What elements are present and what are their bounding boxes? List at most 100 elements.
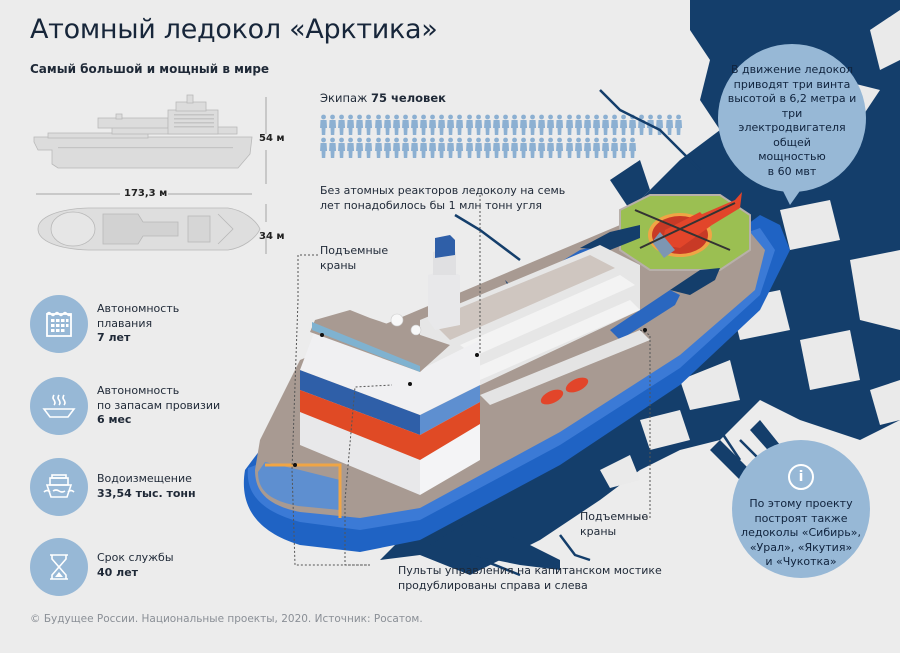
person-icon	[501, 137, 509, 158]
crew-prefix: Экипаж	[320, 91, 372, 105]
bubble-line: приводят три винта	[733, 77, 851, 91]
note-line: краны	[580, 525, 617, 538]
person-icon	[620, 137, 628, 158]
person-icon	[429, 137, 437, 158]
person-icon	[592, 137, 600, 158]
person-icon	[583, 137, 591, 158]
person-icon	[410, 114, 418, 135]
person-icon	[365, 137, 373, 158]
bubble-line: ледоколы «Сибирь»,	[741, 526, 861, 539]
stat-label: Автономность	[97, 384, 180, 397]
width-label: 34 м	[259, 231, 285, 242]
person-icon	[583, 114, 591, 135]
stat-icon-circle	[30, 295, 88, 353]
person-icon	[447, 114, 455, 135]
stat-label: плавания	[97, 316, 153, 330]
person-icon	[347, 114, 355, 135]
person-icon	[356, 114, 364, 135]
length-label: 173,3 м	[124, 188, 168, 199]
person-icon	[492, 114, 500, 135]
bubble-line: В движение ледокол	[730, 63, 854, 76]
person-icon	[392, 114, 400, 135]
person-icon	[483, 114, 491, 135]
person-icon	[329, 114, 337, 135]
info-icon: i	[788, 464, 814, 490]
person-icon	[338, 137, 346, 158]
ship-schematics	[33, 94, 267, 254]
note-line: краны	[320, 259, 357, 272]
radar-domes	[390, 313, 422, 336]
stat-value: 40 лет	[97, 565, 139, 579]
person-icon	[565, 137, 573, 158]
bubble-line: «Урал», «Якутия»	[749, 540, 853, 554]
bubble-line: в 60 мвт	[767, 164, 817, 178]
person-icon	[374, 114, 382, 135]
person-icon	[438, 114, 446, 135]
person-icon	[601, 114, 609, 135]
person-icon	[420, 114, 428, 135]
person-icon	[338, 114, 346, 135]
person-icon	[538, 114, 546, 135]
person-icon	[320, 114, 328, 135]
person-icon	[574, 137, 582, 158]
note-line: Подъемные	[580, 510, 649, 523]
stat-service-life: Срок службы 40 лет	[97, 551, 174, 580]
person-icon	[465, 137, 473, 158]
stat-value: 6 мес	[97, 413, 132, 426]
stat-autonomy-provisions: Автономность по запасам провизии 6 мес	[97, 384, 220, 428]
person-icon	[447, 137, 455, 158]
person-icon	[556, 114, 564, 135]
person-icon	[474, 137, 482, 158]
bubble-line: и «Чукотка»	[765, 555, 837, 568]
coal-note: Без атомных реакторов ледоколу на семь л…	[320, 183, 565, 213]
food-bowl-icon	[42, 394, 76, 418]
person-icon	[538, 137, 546, 158]
person-icon	[556, 137, 564, 158]
person-icon	[347, 137, 355, 158]
person-icon	[611, 137, 619, 158]
person-icon	[665, 114, 673, 135]
person-icon	[465, 114, 473, 135]
person-icon	[501, 114, 509, 135]
person-icon	[329, 137, 337, 158]
person-icon	[529, 114, 537, 135]
person-icon	[601, 137, 609, 158]
note-line: Подъемные	[320, 244, 389, 257]
stat-label: Автономность	[97, 302, 180, 315]
person-icon	[474, 114, 482, 135]
person-icon	[565, 114, 573, 135]
ship-side-windows	[58, 114, 233, 149]
crew-label: Экипаж 75 человек	[320, 91, 446, 105]
person-icon	[492, 137, 500, 158]
person-icon	[401, 137, 409, 158]
person-icon	[592, 114, 600, 135]
person-icon	[365, 114, 373, 135]
cranes-label-bottom: Подъемные краны	[580, 509, 648, 539]
bow-crane	[265, 463, 342, 518]
person-icon	[629, 137, 637, 158]
stat-autonomy-sailing: Автономность плавания 7 лет	[97, 302, 179, 346]
bridge-tower	[300, 310, 480, 495]
person-icon	[638, 114, 646, 135]
person-icon	[611, 114, 619, 135]
note-line: лет понадобилось бы 1 млн тонн угля	[320, 199, 543, 212]
stat-icon-circle	[30, 377, 88, 435]
stat-icon-circle	[30, 458, 88, 516]
stat-displacement: Водоизмещение 33,54 тыс. тонн	[97, 472, 196, 501]
bubble-line: мощностью	[758, 150, 826, 163]
person-icon	[429, 114, 437, 135]
hourglass-icon	[50, 554, 68, 580]
leader-dots	[293, 328, 647, 467]
person-icon	[383, 114, 391, 135]
person-icon	[456, 137, 464, 158]
person-icon	[401, 114, 409, 135]
bubble-line: построят также	[754, 511, 848, 525]
stat-label: по запасам провизии	[97, 398, 221, 412]
note-line: Без атомных реакторов ледоколу на семь	[320, 184, 566, 197]
person-icon	[547, 114, 555, 135]
person-icon	[456, 114, 464, 135]
lifeboats	[540, 377, 589, 405]
bubble-line: высотой в 6,2 метра и три	[727, 92, 857, 120]
page-subtitle: Самый большой и мощный в мире	[30, 62, 270, 76]
